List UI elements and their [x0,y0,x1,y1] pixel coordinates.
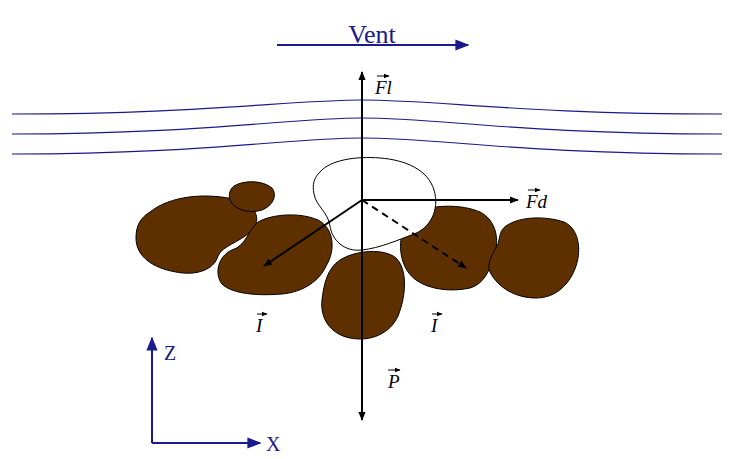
axis-label: X [266,434,280,454]
streamline [12,118,722,134]
streamline [12,138,722,154]
vector-accent [257,314,267,315]
z-axis [151,338,153,443]
streamline [12,100,722,114]
force-label: I [256,316,262,335]
vector-accent [377,76,389,77]
vector-accent [432,314,442,315]
sand-grain [489,218,579,298]
lift-force-arrow [361,72,363,200]
x-axis [152,442,260,444]
drag-force-arrow [362,199,518,201]
axis-label: Z [164,343,176,363]
vector-accent [388,370,400,371]
sand-grain [218,215,332,295]
force-label: P [388,372,400,391]
force-label: Fl [375,78,392,97]
impact-force-arrow [264,200,362,266]
force-label: I [431,316,437,335]
sand-grain [322,251,405,339]
weight-arrow [361,200,363,420]
wind-label: Vent [348,22,396,48]
impact-force-arrow [362,200,466,268]
sand-grain [229,182,274,212]
force-label: Fd [526,192,547,211]
vector-accent [528,190,540,191]
